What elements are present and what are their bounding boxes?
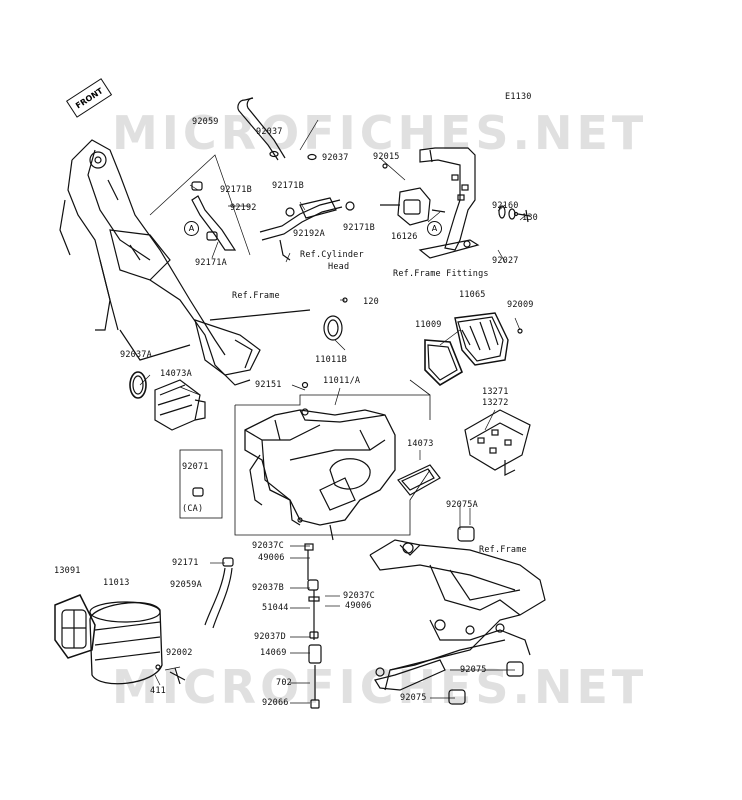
callout-a-left-text: A	[188, 224, 195, 233]
label-11011a: 11011/A	[323, 376, 361, 386]
label-92075a: 92075A	[446, 500, 478, 510]
plate-13271	[464, 409, 531, 476]
main-frame	[59, 139, 311, 386]
label-11065: 11065	[459, 290, 486, 300]
cover-14073	[397, 464, 441, 496]
collars-92075	[448, 526, 524, 705]
frame-fittings-bracket	[418, 147, 480, 259]
callout-a-right: A	[427, 221, 442, 236]
breather-hose-92059	[237, 97, 317, 161]
label-51044: 51044	[262, 603, 289, 613]
label-ref-cylinder: Ref.Cylinder	[300, 250, 364, 260]
drain-assembly	[304, 543, 322, 709]
label-92059: 92059	[192, 117, 219, 127]
label-92075-1: 92075	[460, 665, 487, 675]
label-92171a: 92171A	[195, 258, 227, 268]
label-14073: 14073	[407, 439, 434, 449]
label-92027: 92027	[492, 256, 519, 266]
label-14069: 14069	[260, 648, 287, 658]
label-49006-2: 49006	[345, 601, 372, 611]
hose-92192a	[259, 197, 355, 261]
label-92171: 92171	[172, 558, 199, 568]
label-ref-frame-1: Ref.Frame	[232, 291, 280, 301]
air-cleaner-11013	[89, 601, 163, 685]
label-92171b-1: 92171B	[220, 185, 252, 195]
label-ca: (CA)	[182, 504, 204, 514]
watermark-top: MICROFICHES.NET	[112, 106, 648, 160]
label-92015: 92015	[373, 152, 400, 162]
label-16126: 16126	[391, 232, 418, 242]
airbox-outline	[234, 379, 431, 536]
label-92009: 92009	[507, 300, 534, 310]
label-49006-1: 49006	[258, 553, 285, 563]
label-130: 130	[522, 213, 538, 223]
label-92037c-1: 92037C	[252, 541, 284, 551]
gasket-13091	[54, 594, 96, 659]
label-120: 120	[363, 297, 379, 307]
air-valve-16126	[380, 163, 446, 226]
duct-14073a	[129, 371, 206, 431]
label-92171b-3: 92171B	[343, 223, 375, 233]
label-13272: 13272	[482, 398, 509, 408]
label-702: 702	[276, 678, 292, 688]
label-92037-top: 92037	[256, 127, 283, 137]
callout-a-left: A	[184, 221, 199, 236]
leader-lines	[139, 119, 527, 704]
hose-92059a	[204, 557, 234, 629]
label-92037c-2: 92037C	[343, 591, 375, 601]
part-92071-box	[179, 449, 223, 519]
label-92037b: 92037B	[252, 583, 284, 593]
hose-92192	[191, 181, 237, 251]
label-92071: 92071	[182, 462, 209, 472]
label-92075-2: 92075	[400, 693, 427, 703]
label-ref-frame-fittings: Ref.Frame Fittings	[393, 269, 489, 279]
label-92037a: 92037A	[120, 350, 152, 360]
filter-11065	[454, 312, 523, 366]
label-92066: 92066	[262, 698, 289, 708]
label-92171b-2: 92171B	[272, 181, 304, 191]
label-ref-cylinder-head: Head	[328, 262, 350, 272]
air-box-11011	[244, 381, 396, 541]
label-13271: 13271	[482, 387, 509, 397]
label-92192a: 92192A	[293, 229, 325, 239]
seal-11009	[424, 339, 463, 387]
label-11013: 11013	[103, 578, 130, 588]
screws	[155, 664, 186, 685]
label-13091: 13091	[54, 566, 81, 576]
label-11009: 11009	[415, 320, 442, 330]
label-92059a: 92059A	[170, 580, 202, 590]
cap-11011b	[323, 297, 348, 341]
label-92160: 92160	[492, 201, 519, 211]
rear-frame	[369, 539, 546, 691]
label-11011b: 11011B	[315, 355, 347, 365]
label-92151: 92151	[255, 380, 282, 390]
label-92192: 92192	[230, 203, 257, 213]
label-ref-frame-2: Ref.Frame	[479, 545, 527, 555]
bolt-parts	[498, 205, 531, 223]
label-92037: 92037	[322, 153, 349, 163]
callout-a-right-text: A	[431, 224, 438, 233]
label-92002: 92002	[166, 648, 193, 658]
label-411: 411	[150, 686, 166, 696]
label-14073a: 14073A	[160, 369, 192, 379]
label-92037d: 92037D	[254, 632, 286, 642]
diagram-code: E1130	[505, 92, 532, 102]
